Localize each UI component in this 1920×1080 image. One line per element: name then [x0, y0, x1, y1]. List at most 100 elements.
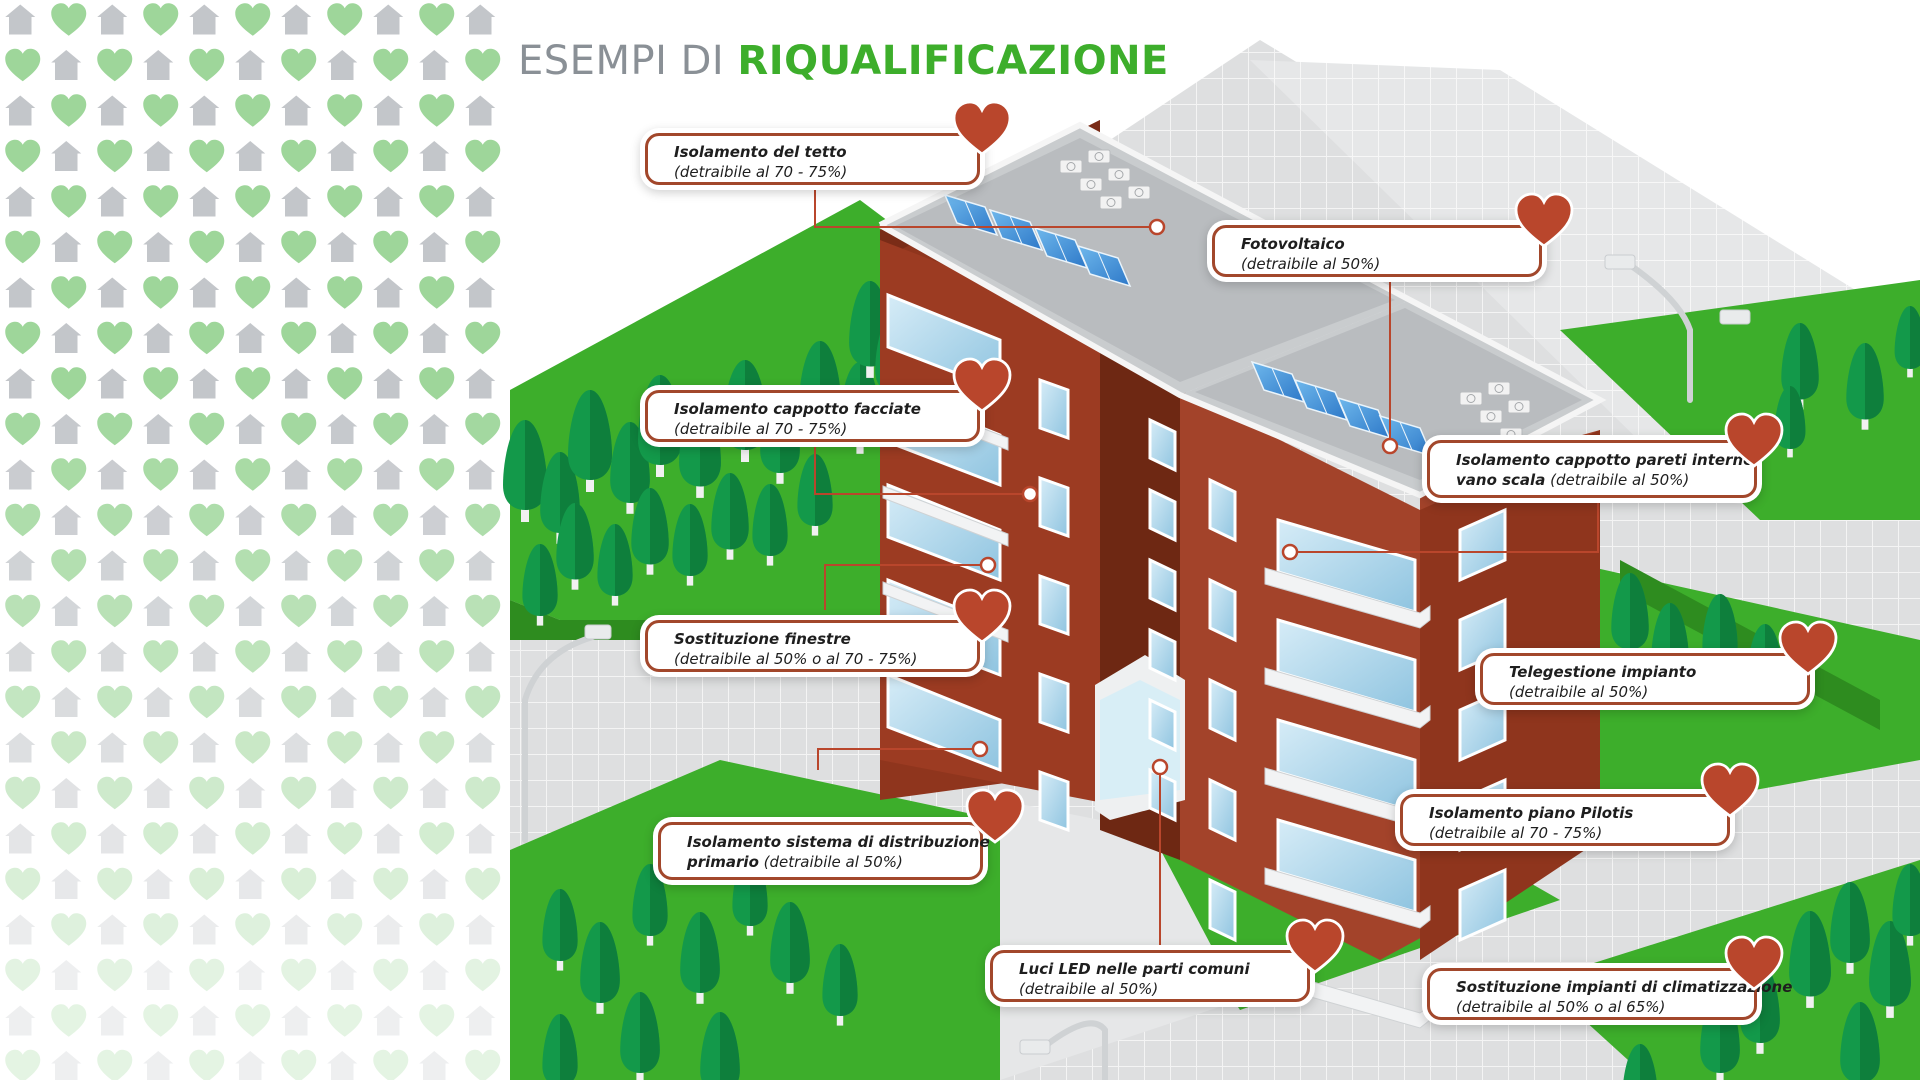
house-icon	[281, 186, 312, 217]
tree	[672, 504, 708, 586]
leader-lines	[814, 185, 1599, 945]
house-icon	[327, 596, 358, 626]
house-icon	[97, 368, 128, 399]
hvac-unit	[1087, 149, 1111, 164]
window	[1148, 487, 1177, 543]
house-icon	[419, 505, 450, 535]
house-icon	[373, 1005, 404, 1036]
heart-icon	[5, 503, 41, 537]
heart-icon	[189, 503, 225, 537]
house-icon	[189, 732, 220, 763]
heart-icon	[419, 822, 455, 855]
heart-icon	[327, 276, 363, 309]
house-icon	[143, 778, 174, 808]
heart-icon	[235, 731, 271, 764]
window	[1148, 417, 1177, 473]
heart-icon	[97, 139, 133, 173]
callout-remote-management: Telegestione impianto (detraibile al 50%…	[1480, 653, 1810, 705]
house-icon	[235, 50, 266, 80]
hvac-unit	[1079, 177, 1103, 192]
heart-icon	[189, 48, 225, 82]
heart-icon	[235, 1004, 271, 1037]
tree	[1869, 921, 1911, 1018]
heart-icon	[235, 822, 271, 855]
house-icon	[235, 232, 266, 262]
balcony	[1264, 867, 1431, 929]
house-icon	[327, 323, 358, 353]
heart-icon	[189, 139, 225, 173]
callout-title-2: primario	[687, 853, 759, 871]
heart-icon	[189, 230, 225, 264]
house-icon	[51, 232, 82, 262]
heart-icon	[189, 594, 225, 628]
house-icon	[373, 641, 404, 672]
balcony	[1264, 567, 1431, 629]
house-icon	[281, 277, 312, 308]
house-icon	[235, 869, 266, 899]
tree	[522, 544, 558, 626]
house-icon	[419, 596, 450, 626]
window	[1148, 697, 1177, 753]
house-icon	[97, 277, 128, 308]
house-icon	[143, 869, 174, 899]
heart-icon	[952, 588, 1012, 644]
house-icon	[5, 277, 36, 308]
house-icon	[143, 1051, 174, 1080]
house-icon	[51, 960, 82, 990]
tree	[1840, 1001, 1880, 1080]
heart-icon	[419, 94, 455, 127]
heart-icon	[465, 594, 501, 628]
callout-title: Isolamento del tetto	[674, 143, 847, 161]
tree	[1611, 573, 1649, 660]
heart-icon	[281, 594, 317, 628]
house-icon	[97, 550, 128, 581]
heart-icon	[327, 458, 363, 491]
house-icon	[189, 914, 220, 945]
house-icon	[97, 459, 128, 490]
windows	[886, 292, 1507, 943]
heart-icon	[281, 867, 317, 901]
house-icon	[465, 186, 496, 217]
solar-panel	[988, 208, 1044, 252]
house-icon	[189, 1005, 220, 1036]
heart-icon	[97, 685, 133, 719]
callout-detail: (detraibile al 70 - 75%)	[1429, 824, 1603, 842]
house-icon	[189, 823, 220, 854]
tree	[770, 902, 810, 994]
house-icon	[97, 641, 128, 672]
tree	[1623, 1043, 1657, 1080]
heart-icon	[327, 640, 363, 673]
heart-icon	[281, 412, 317, 446]
tree	[1702, 594, 1738, 676]
house-icon	[281, 368, 312, 399]
heart-icon	[373, 503, 409, 537]
house-icon	[51, 141, 82, 171]
callout-window-replacement: Sostituzione finestre (detraibile al 50%…	[645, 620, 980, 672]
tree	[711, 473, 749, 560]
heart-icon	[327, 822, 363, 855]
heart-icon	[5, 230, 41, 264]
callout-title: Luci LED nelle parti comuni	[1019, 960, 1250, 978]
street-lamps	[522, 262, 1693, 1080]
heart-icon	[97, 230, 133, 264]
callout-title: Isolamento sistema di distribuzione	[687, 833, 990, 851]
heart-icon	[419, 458, 455, 491]
callout-detail: (detraibile al 50% o al 65%)	[1456, 998, 1666, 1016]
house-icon	[327, 414, 358, 444]
house-icon	[235, 687, 266, 717]
heart-icon	[51, 94, 87, 127]
heart-icon	[235, 276, 271, 309]
heart-icon	[5, 1049, 41, 1080]
hvac-unit	[1507, 399, 1531, 414]
house-icon	[327, 505, 358, 535]
heart-icon	[143, 458, 179, 491]
house-icon	[465, 95, 496, 126]
heart-icon	[5, 867, 41, 901]
house-icon	[235, 505, 266, 535]
window	[1208, 777, 1237, 843]
callout-detail: (detraibile al 50%)	[1550, 471, 1690, 489]
tree	[631, 488, 669, 575]
house-icon	[465, 277, 496, 308]
house-icon	[5, 186, 36, 217]
hvac-unit	[1479, 409, 1503, 424]
